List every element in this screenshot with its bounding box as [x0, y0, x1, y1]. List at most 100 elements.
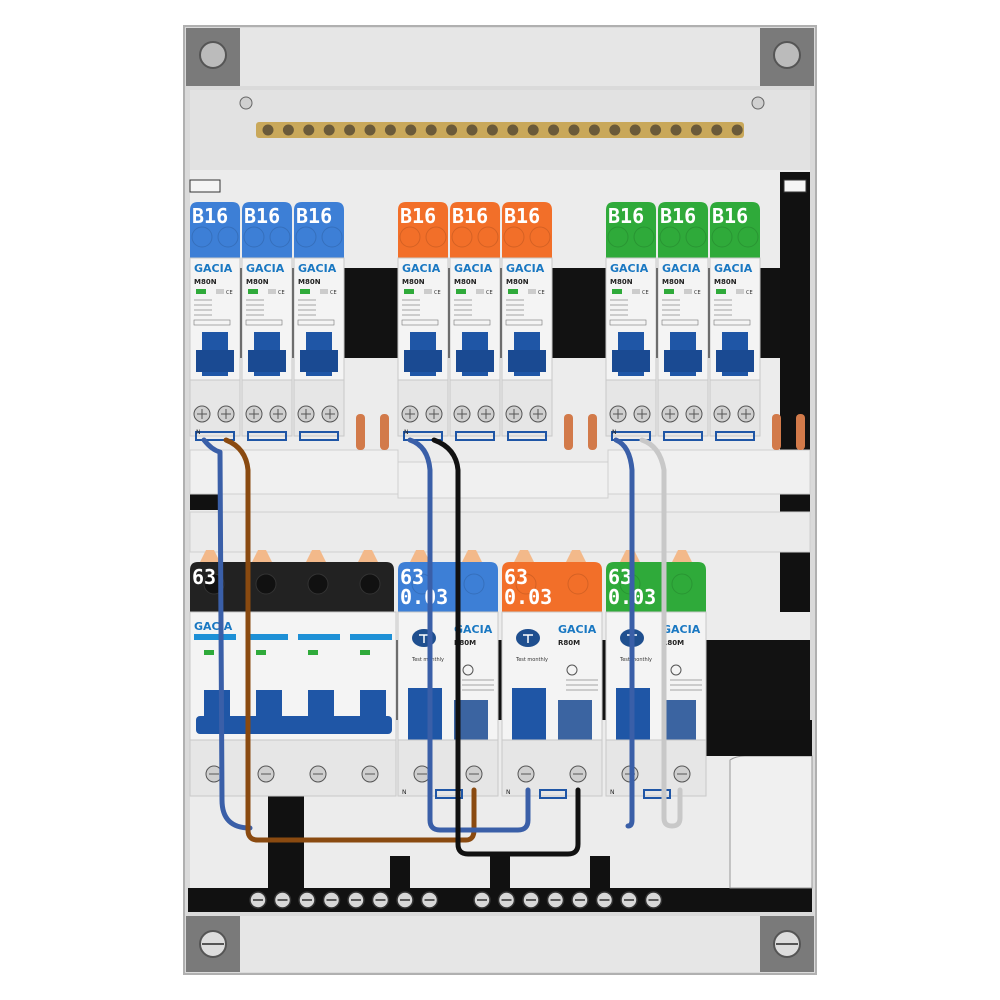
- rcd-toggle: [512, 688, 546, 740]
- brand-label: GACIA: [454, 262, 493, 275]
- terminal-clamp: [247, 431, 287, 441]
- earth-screw-icon: [384, 124, 396, 136]
- earth-screw-icon: [344, 124, 356, 136]
- model-label: M80N: [454, 278, 477, 286]
- spec-box: [297, 319, 335, 326]
- earth-screw-icon: [486, 124, 498, 136]
- terminal-housing: [501, 739, 603, 797]
- model-label: M80N: [246, 278, 269, 286]
- rcd-rating-label: 63: [608, 565, 632, 589]
- indicator-window-icon: [566, 664, 578, 676]
- copper-link: [796, 414, 805, 450]
- status-indicator: [300, 289, 310, 294]
- status-indicator: [256, 650, 266, 655]
- mcb-rating-label: B16: [712, 204, 748, 228]
- earth-screw-icon: [282, 124, 294, 136]
- cert-mark-icon: [320, 289, 328, 294]
- terminal-housing: [397, 739, 499, 797]
- pole-stripe: [194, 634, 236, 640]
- status-indicator: [716, 289, 726, 294]
- spec-box: [505, 319, 543, 326]
- cert-mark-icon: [216, 289, 224, 294]
- model-label: R80M: [454, 639, 476, 647]
- copper-link: [252, 550, 272, 562]
- earth-screw-icon: [650, 124, 662, 136]
- cap-screw-icon: [633, 226, 655, 248]
- earth-screw-icon: [262, 124, 274, 136]
- copper-link: [380, 414, 389, 450]
- cert-mark-icon: [476, 289, 484, 294]
- test-instruction: Test monthly: [515, 657, 548, 663]
- mcb-toggle-base: [716, 350, 754, 372]
- terminal-housing: [605, 739, 707, 797]
- cap-screw-icon: [425, 226, 447, 248]
- ce-mark-icon: CE: [694, 290, 701, 296]
- ce-mark-icon: CE: [642, 290, 649, 296]
- test-icon: [419, 634, 429, 643]
- wiring: [201, 437, 683, 857]
- status-indicator: [404, 289, 414, 294]
- cap-screw-icon: [451, 226, 473, 248]
- mcb-rating-label: B16: [244, 204, 280, 228]
- cap-screw-icon: [321, 226, 343, 248]
- brand-label: GACIA: [402, 262, 441, 275]
- mcb-toggle-base: [404, 350, 442, 372]
- earth-screw-icon: [548, 124, 560, 136]
- rcd-toggle-pole: [558, 700, 592, 740]
- wire-blue: [201, 437, 253, 831]
- model-label: M80N: [402, 278, 425, 286]
- mcb-row: B16GACIAM80NCENB16GACIAM80NCEB16GACIAM80…: [189, 202, 761, 441]
- terminal-clamp: [663, 431, 703, 441]
- neutral-label: N: [402, 789, 407, 796]
- copper-link: [772, 414, 781, 450]
- spec-box: [453, 319, 491, 326]
- rcd-rating-label: 63: [400, 565, 424, 589]
- neutral-label: N: [196, 429, 201, 436]
- terminal-clamp: [299, 431, 339, 441]
- cert-mark-icon: [268, 289, 276, 294]
- status-indicator: [308, 650, 318, 655]
- spec-box: [245, 319, 283, 326]
- cap-screw-icon: [503, 226, 525, 248]
- copper-link: [564, 414, 573, 450]
- cap-screw-icon: [191, 226, 213, 248]
- wire-grey: [639, 437, 683, 829]
- earth-screw-icon: [629, 124, 641, 136]
- corner-screw-icon: [199, 41, 801, 958]
- ce-mark-icon: CE: [746, 290, 753, 296]
- model-label: M80N: [714, 278, 737, 286]
- spec-box: [661, 319, 699, 326]
- comb-busbar: [189, 449, 811, 553]
- neutral-terminal-block: [249, 891, 663, 909]
- brand-label: GACIA: [246, 262, 285, 275]
- cap-screw-icon: [671, 573, 693, 595]
- ce-mark-icon: CE: [278, 290, 285, 296]
- pole-stripe: [298, 634, 340, 640]
- earth-screw-icon: [711, 124, 723, 136]
- brand-label: GACIA: [194, 262, 233, 275]
- mcb-rating-label: B16: [608, 204, 644, 228]
- mcb-toggle-base: [508, 350, 546, 372]
- model-label: M80N: [194, 278, 217, 286]
- earth-screw-icon: [425, 124, 437, 136]
- model-label: M80N: [506, 278, 529, 286]
- cap-screw-icon: [359, 573, 381, 595]
- copper-link: [410, 550, 430, 562]
- model-label: M80N: [610, 278, 633, 286]
- wire-black: [431, 437, 581, 857]
- pole-stripe: [246, 634, 288, 640]
- wire-blue: [407, 437, 531, 833]
- rcd-rating-label: 63: [504, 565, 528, 589]
- mcb-toggle-base: [664, 350, 702, 372]
- cap-screw-icon: [255, 573, 277, 595]
- earth-screw-icon: [588, 124, 600, 136]
- cap-screw-icon: [711, 226, 733, 248]
- main-switch-handle: [196, 716, 392, 734]
